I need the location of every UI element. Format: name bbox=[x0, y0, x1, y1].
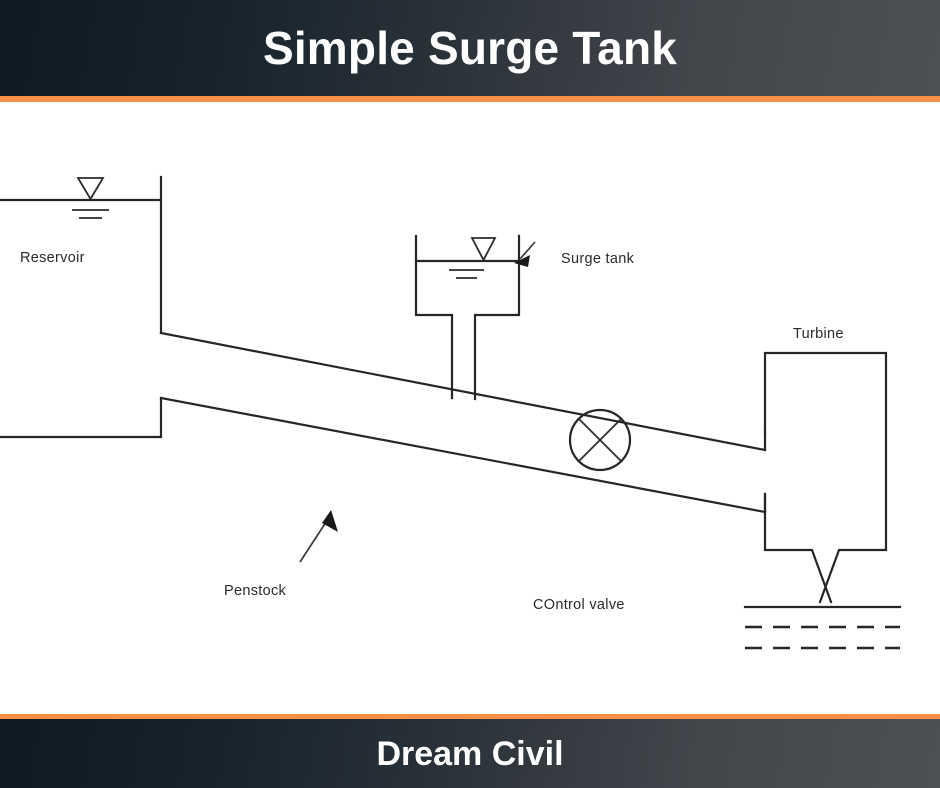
penstock-lower-line bbox=[159, 396, 767, 514]
brand-name: Dream Civil bbox=[376, 734, 564, 773]
control-valve-label: COntrol valve bbox=[533, 597, 625, 613]
penstock-group: Penstock bbox=[159, 331, 767, 599]
tailrace-group bbox=[743, 605, 902, 650]
penstock-label: Penstock bbox=[224, 583, 286, 599]
header-banner: Simple Surge Tank bbox=[0, 0, 940, 96]
turbine-group: Turbine bbox=[763, 326, 888, 604]
header-accent-rule bbox=[0, 96, 940, 102]
surge-tank-leader bbox=[514, 241, 536, 267]
reservoir-label: Reservoir bbox=[20, 250, 85, 266]
diagram-canvas: Reservoir Penstock bbox=[0, 102, 940, 714]
surge-tank-right-body bbox=[473, 234, 521, 401]
penstock-upper-line bbox=[159, 331, 767, 452]
surge-tank-schematic: Reservoir Penstock bbox=[0, 175, 902, 650]
penstock-leader bbox=[299, 510, 338, 563]
surge-tank-group: Surge tank bbox=[414, 234, 635, 401]
reservoir-water-level-symbol bbox=[72, 177, 109, 219]
footer-accent-rule bbox=[0, 714, 940, 719]
turbine-casing bbox=[763, 351, 888, 604]
control-valve-icon[interactable] bbox=[568, 408, 632, 472]
surge-tank-water-level-symbol bbox=[449, 237, 497, 279]
control-valve-group[interactable]: COntrol valve bbox=[533, 408, 632, 613]
turbine-label: Turbine bbox=[793, 326, 844, 342]
surge-tank-label: Surge tank bbox=[561, 251, 635, 267]
footer-banner: Dream Civil bbox=[0, 719, 940, 788]
surge-tank-left-body bbox=[414, 234, 454, 400]
page-title: Simple Surge Tank bbox=[262, 22, 678, 74]
reservoir-group: Reservoir bbox=[0, 175, 163, 439]
control-valve-cross-b bbox=[577, 417, 623, 463]
reservoir-right-wall-lower bbox=[0, 396, 163, 439]
